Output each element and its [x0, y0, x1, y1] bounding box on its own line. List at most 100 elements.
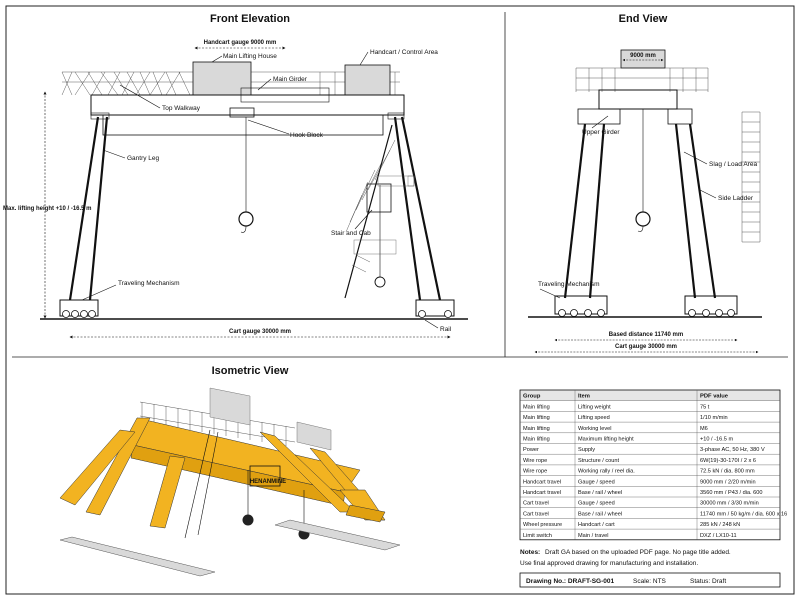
spec-table-cell: M6	[700, 426, 708, 432]
spec-table-cell: Handcart / cart	[578, 522, 615, 528]
end-legs	[563, 123, 717, 299]
handcart-control-area-label: Handcart / Control Area	[370, 49, 438, 56]
spec-table-cell: Gauge / speed	[578, 501, 615, 507]
hook-block-label: Hook Block	[290, 132, 324, 139]
spec-table-cell: +10 / -16.5 m	[700, 437, 733, 443]
iso-brand-box	[249, 465, 281, 487]
notes-label: Notes:	[520, 549, 540, 556]
end-railing	[575, 67, 709, 92]
iso-brand-label: HENANMINE	[250, 479, 286, 485]
spec-table-cell: 285 kN / 248 kN	[700, 522, 740, 528]
main-hook	[238, 117, 254, 233]
main-lifting-house	[192, 61, 252, 96]
end-hook	[635, 109, 651, 232]
slag-load-area-label: Slag / Load Area	[709, 161, 757, 168]
gantry-legs	[68, 116, 442, 301]
girder-callout-box	[240, 87, 330, 103]
cart-gauge-label: Cart gauge 30000 mm	[229, 329, 291, 335]
spec-table-cell: 6W(19)-30-170I / 2 x 6	[700, 458, 756, 464]
title-block: Drawing No.: DRAFT-SG-001 Scale: NTS Sta…	[519, 572, 781, 588]
main-girder	[90, 94, 405, 116]
spec-table-cell: 1/10 m/min	[700, 415, 728, 421]
spec-table-cell: Limit switch	[523, 533, 552, 539]
main-girder-label: Main Girder	[273, 76, 308, 83]
trolley-block	[229, 107, 255, 118]
spec-table-cell: Lifting speed	[578, 415, 610, 421]
stair-and-cab-label: Stair and Cab	[331, 230, 371, 237]
drawing-status: Status: Draft	[690, 578, 726, 585]
drawing-scale: Scale: NTS	[633, 578, 667, 585]
spec-table-cell: Main lifting	[523, 437, 550, 443]
spec-table-header-bg	[520, 390, 780, 401]
spec-table-cell: Main lifting	[523, 426, 550, 432]
end-gauge-9000-label: 9000 mm	[630, 53, 656, 59]
side-ladder-label: Side Ladder	[718, 195, 754, 202]
traveling-mechanism-label: Traveling Mechanism	[118, 280, 180, 287]
spec-table-cell: Supply	[578, 447, 595, 453]
spec-table-cell: Structure / count	[578, 458, 619, 464]
iso-control-house	[296, 421, 332, 451]
spec-table-cell: Cart travel	[523, 511, 549, 517]
iso-lifting-house	[209, 387, 251, 426]
spec-table-cell: Maximum lifting height	[578, 437, 634, 443]
end-bogie-left	[554, 295, 608, 317]
sheet-border	[5, 5, 795, 595]
end-girder-right-cap	[667, 108, 693, 125]
spec-table-cell: 3560 mm / P43 / dia. 600	[700, 490, 763, 496]
spec-table-cell: 72.5 kN / dia. 800 mm	[700, 469, 755, 475]
notes-line-2: Use final approved drawing for manufactu…	[520, 560, 698, 567]
auxiliary-hook	[374, 185, 386, 288]
spec-table-cell: Wheel pressure	[523, 522, 562, 528]
spec-table-cell: 30000 mm / 3/30 m/min	[700, 501, 759, 507]
based-distance-label: Based distance 11740 mm	[609, 332, 683, 338]
spec-table-cell: Power	[523, 447, 539, 453]
spec-table-cell: Cart travel	[523, 501, 549, 507]
spec-table-cell: Gauge / speed	[578, 479, 615, 485]
end-traveling-mechanism-label: Traveling Mechanism	[538, 281, 600, 288]
iso-railing	[139, 401, 296, 446]
front-elevation: Front Elevation Handcart gauge 9000 mm	[3, 13, 468, 339]
max-lifting-height-label: Max. lifting height +10 / -16.5 m	[3, 206, 92, 212]
side-ladder	[741, 111, 761, 243]
gantry-leg-label: Gantry Leg	[127, 155, 160, 162]
main-lifting-house-label: Main Lifting House	[223, 53, 277, 60]
spec-table-cell: 75 t	[700, 404, 710, 410]
leg-cap-left	[90, 112, 110, 120]
isometric-view: Isometric View HENANMINE	[59, 365, 401, 577]
spec-table-cell: Handcart travel	[523, 479, 561, 485]
iso-steel-structure	[59, 417, 386, 529]
spec-table-cell: Lifting weight	[578, 404, 611, 410]
spec-table-header-cell: Group	[523, 394, 541, 400]
drawing-number: Drawing No.: DRAFT-SG-001	[526, 578, 615, 585]
handcart-control-area	[344, 64, 391, 96]
spec-table-header-cell: PDF value	[700, 394, 729, 400]
iso-rail-right	[274, 519, 401, 551]
end-cart-gauge-label: Cart gauge 30000 mm	[615, 344, 677, 350]
lower-girder	[102, 114, 384, 136]
rail-label: Rail	[440, 326, 452, 333]
spec-table-cell: Wire rope	[523, 458, 547, 464]
spec-table-cell: Working rally / reel dia.	[578, 469, 635, 475]
spec-table-cell: Working level	[578, 426, 611, 432]
bogie-left	[59, 299, 99, 318]
end-girder-left-cap	[577, 108, 621, 125]
spec-table-cell: Handcart travel	[523, 490, 561, 496]
spec-table-cell: DXZ / LX10-11	[700, 533, 737, 539]
bogie-right	[415, 299, 455, 318]
spec-table-cell: Main / travel	[578, 533, 608, 539]
spec-table-header-cell: Item	[578, 394, 590, 400]
spec-table-cell: Main lifting	[523, 415, 550, 421]
end-upper-girder	[598, 89, 678, 110]
end-bogie-right	[684, 295, 738, 317]
spec-table-cell: 11740 mm / 50 kg/m / dia. 600 x 16	[700, 511, 787, 517]
stair-and-cab	[345, 139, 415, 273]
handcart-gauge-label: Handcart gauge 9000 mm	[204, 40, 277, 46]
spec-table-cell: 9000 mm / 2/20 m/min	[700, 479, 756, 485]
end-view-title: End View	[619, 13, 668, 25]
spec-table-cell: Wire rope	[523, 469, 547, 475]
notes-line-1: Draft GA based on the uploaded PDF page.…	[545, 549, 731, 556]
isometric-view-title: Isometric View	[212, 365, 289, 377]
spec-table-cell: 3-phase AC, 50 Hz, 380 V	[700, 447, 765, 453]
